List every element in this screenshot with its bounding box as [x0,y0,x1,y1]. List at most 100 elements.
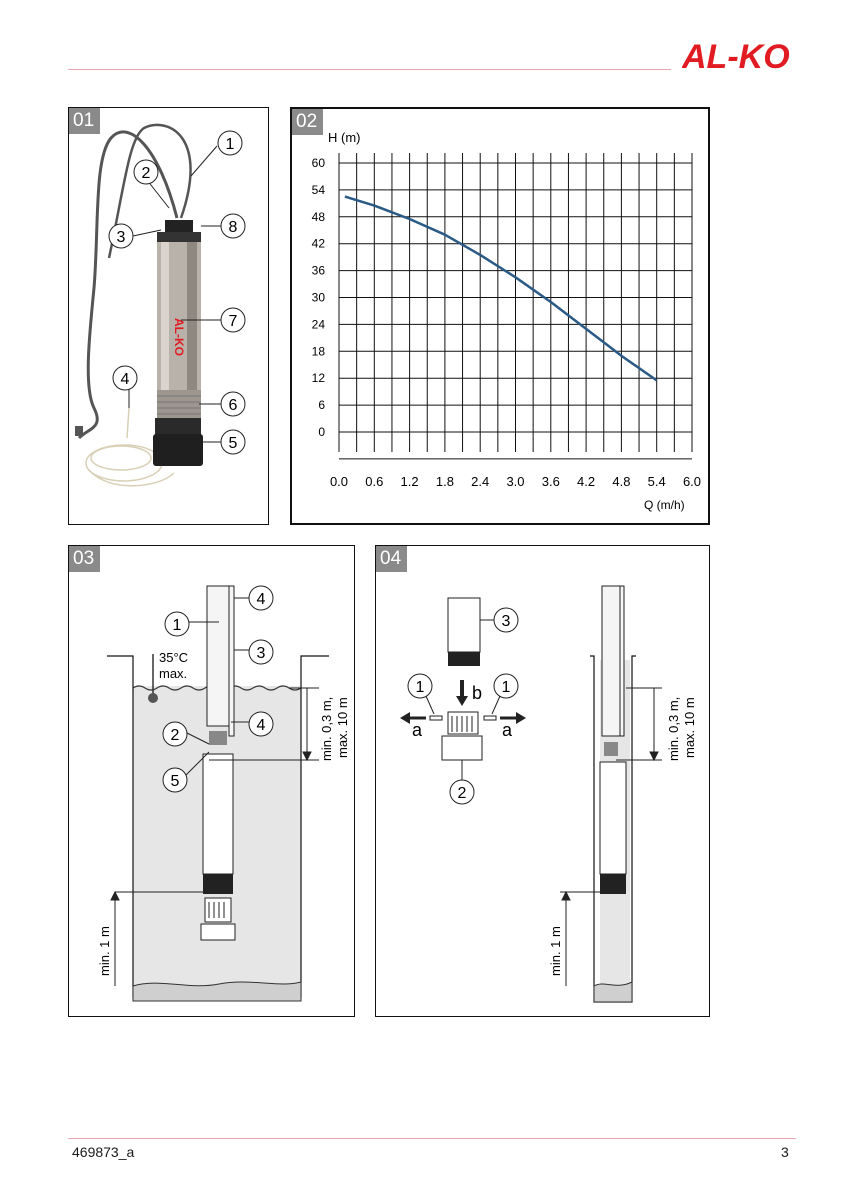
svg-text:1: 1 [173,617,182,634]
y-tick-label: 18 [312,344,326,358]
callout-4: 4 [113,366,137,390]
callout-1-left: 1 [408,674,432,698]
callout-6: 6 [221,392,245,416]
x-tick-label: 3.0 [506,474,524,489]
svg-text:4: 4 [121,371,130,388]
callout-2: 2 [163,722,187,746]
svg-text:2: 2 [142,165,151,182]
svg-text:3: 3 [117,229,126,246]
pipe-fitting [209,731,227,745]
bottom-clearance-label: min. 1 m [548,926,563,976]
bottom-clearance-label: min. 1 m [97,926,112,976]
svg-text:5: 5 [171,773,180,790]
callout-2: 2 [450,780,474,804]
callout-1: 1 [165,612,189,636]
arrow-a-right-label: a [502,720,513,740]
callout-3: 3 [494,608,518,632]
arrow-b-label: b [472,683,482,703]
figure-03-panel: 03 35°C max. min. 0,3 [68,545,355,1017]
pump-foot [155,418,201,436]
svg-text:4: 4 [257,591,266,608]
callout-8: 8 [221,214,245,238]
installation-diagram-well: 35°C max. min. 0,3 m, max. 10 m min. 1 m [69,546,354,1016]
figure-01-panel: 01 AL-KO [68,107,269,525]
narrow-well-bottom [594,982,632,1002]
svg-text:7: 7 [229,313,238,330]
callout-1: 1 [218,131,242,155]
x-tick-label: 0.0 [330,474,348,489]
callout-4b: 4 [249,712,273,736]
x-axis-label: Q (m/h) [644,498,685,512]
callout-5: 5 [163,768,187,792]
callout-3: 3 [249,640,273,664]
pipe-thread [448,652,480,666]
depth-label-1: min. 0,3 m, [319,697,334,761]
clip-right [484,716,496,720]
x-tick-label: 1.8 [436,474,454,489]
brand-logo-text: AL-KO [682,38,790,74]
callout-1-right: 1 [494,674,518,698]
callout-4a: 4 [249,586,273,610]
y-tick-label: 36 [312,264,326,278]
x-tick-label: 0.6 [365,474,383,489]
chart-grid [339,153,692,459]
clip-left [430,716,442,720]
narrow-riser-pipe [602,586,620,736]
well-bottom [133,982,301,1001]
pump-top-cap [165,220,193,234]
header-rule [68,69,671,70]
x-tick-label: 6.0 [683,474,701,489]
callout-7: 7 [221,308,245,332]
figure-02-panel: 02 60544842363024181260 0.00.61.21.82.43… [290,107,710,525]
svg-text:3: 3 [502,613,511,630]
arrow-a-left-label: a [412,720,423,740]
callout-5: 5 [221,430,245,454]
x-tick-label: 3.6 [542,474,560,489]
thermometer-icon [148,693,158,703]
y-tick-label: 54 [312,183,326,197]
depth-label-2: max. 10 m [682,697,697,758]
x-tick-label: 4.8 [612,474,630,489]
page-number: 3 [781,1144,789,1160]
riser-pipe [207,586,229,726]
y-tick-label: 6 [318,398,325,412]
pump-foot [201,924,235,940]
connection-diagram: 3 b 2 a a 1 1 [376,546,709,1016]
y-tick-label: 12 [312,371,326,385]
svg-text:1: 1 [502,679,511,696]
cable-line [229,586,234,736]
x-tick-label: 4.2 [577,474,595,489]
x-tick-label: 5.4 [648,474,666,489]
x-tick-label: 2.4 [471,474,489,489]
depth-label-1: min. 0,3 m, [666,697,681,761]
y-tick-label: 30 [312,291,326,305]
svg-text:1: 1 [416,679,425,696]
svg-text:1: 1 [226,136,235,153]
pump-head [442,736,482,760]
temp-label-2: max. [159,666,187,681]
figure-04-panel: 04 3 b 2 a a 1 1 [375,545,710,1017]
footer-rule [68,1138,796,1139]
y-tick-label: 0 [318,425,325,439]
temp-label-1: 35°C [159,650,188,665]
callout-3: 3 [109,224,133,248]
svg-text:3: 3 [257,645,266,662]
y-tick-label: 60 [312,156,326,170]
pump-base [153,434,203,466]
svg-text:4: 4 [257,717,266,734]
svg-text:2: 2 [171,727,180,744]
plug-icon [75,426,83,436]
pump-product-image: AL-KO 1 2 3 8 7 4 6 5 [69,108,268,524]
svg-text:6: 6 [229,397,238,414]
pipe-end [448,598,480,652]
svg-text:8: 8 [229,219,238,236]
y-tick-label: 24 [312,317,326,331]
pump-brand-label: AL-KO [172,318,186,356]
pump-cable-gland [157,232,201,242]
document-number: 469873_a [72,1144,134,1160]
y-tick-label: 42 [312,237,326,251]
y-axis-label: H (m) [328,130,361,145]
